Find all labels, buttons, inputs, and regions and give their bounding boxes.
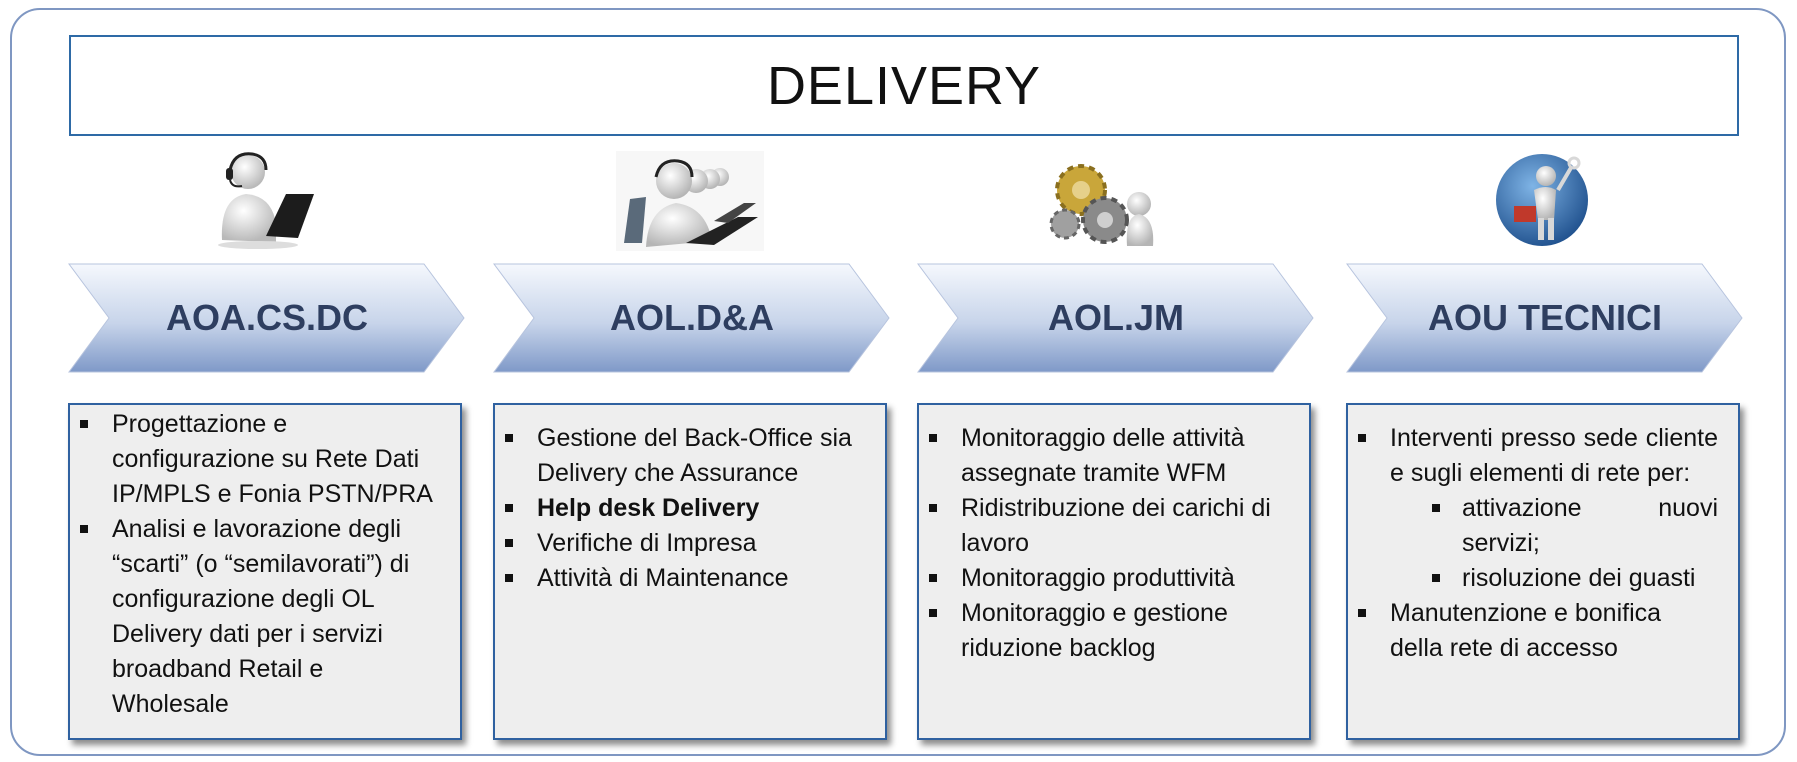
- list-item: Verifiche di Impresa: [495, 526, 865, 561]
- list-item: attivazione nuovi servizi;: [1348, 491, 1718, 561]
- column-label: AOL.D&A: [610, 297, 774, 338]
- list-item: risoluzione dei guasti: [1348, 561, 1718, 596]
- title-text: DELIVERY: [766, 55, 1042, 116]
- person-gears-icon: [1043, 150, 1159, 250]
- list-item: Monitoraggio produttività: [919, 561, 1289, 596]
- bullet-list: Monitoraggio delle attività assegnate tr…: [919, 421, 1289, 666]
- bullet-list: Gestione del Back-Office sia Delivery ch…: [495, 421, 865, 596]
- chevron-aol-jm: AOL.JM: [917, 262, 1315, 374]
- call-center-team-icon: [616, 151, 764, 251]
- list-item: Help desk Delivery: [495, 491, 865, 526]
- box-aol-d-a: Gestione del Back-Office sia Delivery ch…: [493, 403, 887, 740]
- list-item: Monitoraggio e gestione riduzione backlo…: [919, 596, 1289, 666]
- box-aou-tecnici: Interventi presso sede cliente e sugli e…: [1346, 403, 1740, 740]
- chevron-aol-d-a: AOL.D&A: [493, 262, 891, 374]
- list-item: Attività di Maintenance: [495, 561, 865, 596]
- box-aoa-cs-dc: Progettazione e configurazione su Rete D…: [68, 403, 462, 740]
- list-item: Ridistribuzione dei carichi di lavoro: [919, 491, 1289, 561]
- list-item: Gestione del Back-Office sia Delivery ch…: [495, 421, 865, 491]
- list-item: Progettazione e configurazione su Rete D…: [70, 407, 440, 512]
- box-aol-jm: Monitoraggio delle attività assegnate tr…: [917, 403, 1311, 740]
- diagram-title: DELIVERY: [69, 35, 1739, 136]
- chevron-aou-tecnici: AOU TECNICI: [1346, 262, 1744, 374]
- chevron-aoa-cs-dc: AOA.CS.DC: [68, 262, 466, 374]
- list-item: Interventi presso sede cliente e sugli e…: [1348, 421, 1718, 491]
- technician-globe-toolbox-icon: [1494, 150, 1590, 250]
- column-label: AOA.CS.DC: [165, 297, 368, 338]
- bullet-list: Progettazione e configurazione su Rete D…: [70, 407, 440, 722]
- column-label: AOU TECNICI: [1428, 297, 1662, 338]
- bullet-list: Interventi presso sede cliente e sugli e…: [1348, 421, 1718, 666]
- person-headset-laptop-icon: [214, 150, 314, 250]
- column-label: AOL.JM: [1047, 297, 1184, 338]
- list-item: Manutenzione e bonifica della rete di ac…: [1348, 596, 1718, 666]
- list-item: Analisi e lavorazione degli “scarti” (o …: [70, 512, 440, 722]
- list-item: Monitoraggio delle attività assegnate tr…: [919, 421, 1289, 491]
